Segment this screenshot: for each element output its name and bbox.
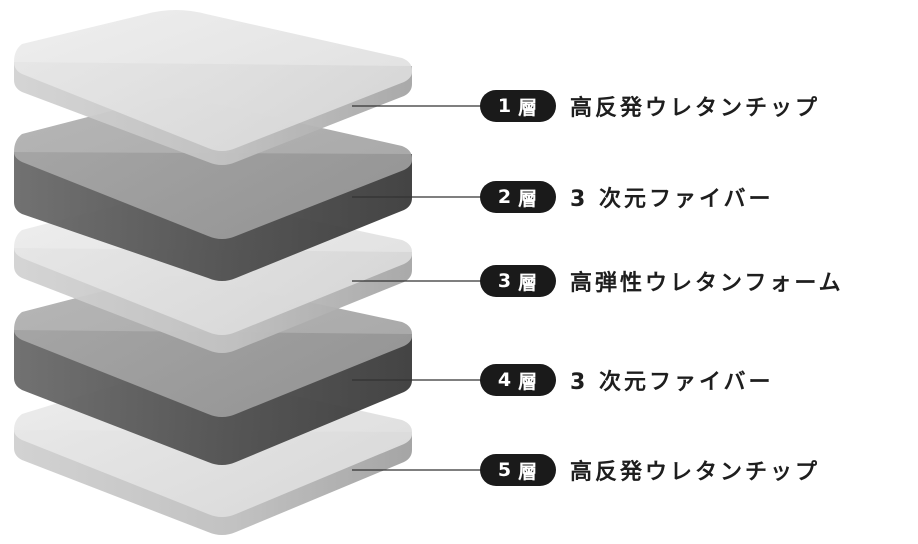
layer-3-number: 3 bbox=[497, 270, 513, 292]
layer-1-unit: 層 bbox=[518, 96, 539, 119]
layer-1-number: 1 bbox=[497, 95, 513, 117]
layer-1-material: 高反発ウレタンチップ bbox=[570, 96, 821, 121]
layer-4-unit: 層 bbox=[518, 370, 539, 393]
layer-2-number: 2 bbox=[497, 186, 513, 208]
layer-1-slab bbox=[14, 10, 412, 165]
layer-5-number: 5 bbox=[497, 459, 513, 481]
layer-4-number: 4 bbox=[497, 369, 513, 391]
layer-2-slab bbox=[14, 98, 412, 281]
layer-3-material: 高弾性ウレタンフォーム bbox=[570, 271, 844, 296]
layer-3-unit: 層 bbox=[518, 271, 539, 294]
layer-2-unit: 層 bbox=[518, 187, 539, 210]
layer-5-material: 高反発ウレタンチップ bbox=[570, 460, 821, 485]
layer-5-unit: 層 bbox=[518, 460, 539, 483]
layer-4-material: 3 次元ファイバー bbox=[570, 370, 774, 395]
layer-2-material: 3 次元ファイバー bbox=[570, 187, 774, 212]
